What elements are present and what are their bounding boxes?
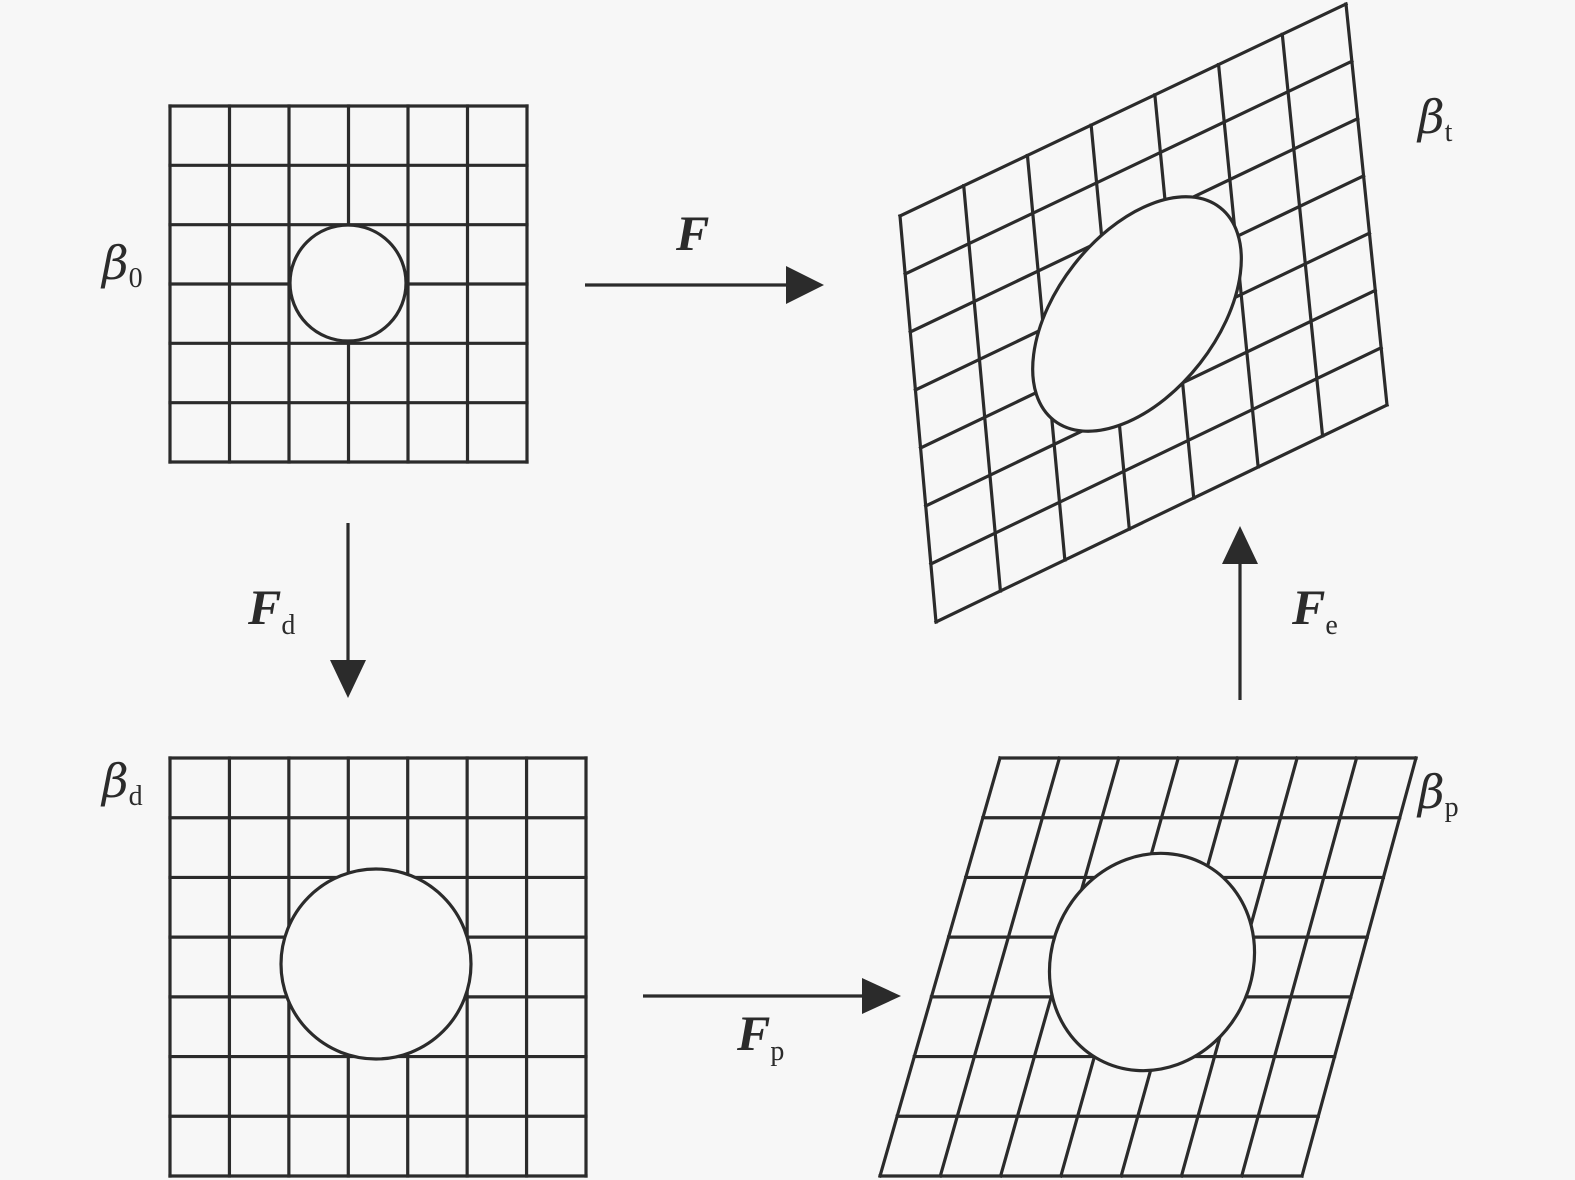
plastic-state-label: βp [1416,765,1459,823]
grid-vertical-line [878,756,1002,1178]
grid-vertical-line [938,756,1062,1178]
plastic-void [1047,851,1257,1073]
damaged-state-label: βd [100,754,143,812]
initial-void [288,223,408,343]
plastic-mapping-arrow [643,978,901,1014]
elastic-mapping-label: Fe [1291,579,1338,641]
grid-horizontal-line [897,1,1349,219]
damage-mapping-label: Fd [247,579,295,641]
initial-state-label: β0 [100,236,143,294]
current-void [1031,195,1243,433]
total-mapping-arrow [585,266,824,304]
grid-vertical-line [898,214,938,624]
total-mapping-label: F [675,205,709,261]
grid-horizontal-line [928,345,1384,567]
grid-vertical-line [1239,756,1359,1178]
grid-vertical-line [1344,2,1389,407]
grid-horizontal-line [903,59,1354,277]
current-state-label: βt [1416,90,1453,148]
grid-vertical-line [1300,756,1418,1178]
damaged-void [279,867,473,1061]
grid-horizontal-line [933,402,1390,625]
plastic-mapping-label: Fp [736,1005,784,1067]
grid-vertical-line [961,183,1003,593]
initial-configuration-grid [168,104,529,464]
elastic-mapping-arrow [1222,526,1258,700]
grid-vertical-line [1280,32,1325,438]
damage-mapping-arrow [330,523,366,698]
